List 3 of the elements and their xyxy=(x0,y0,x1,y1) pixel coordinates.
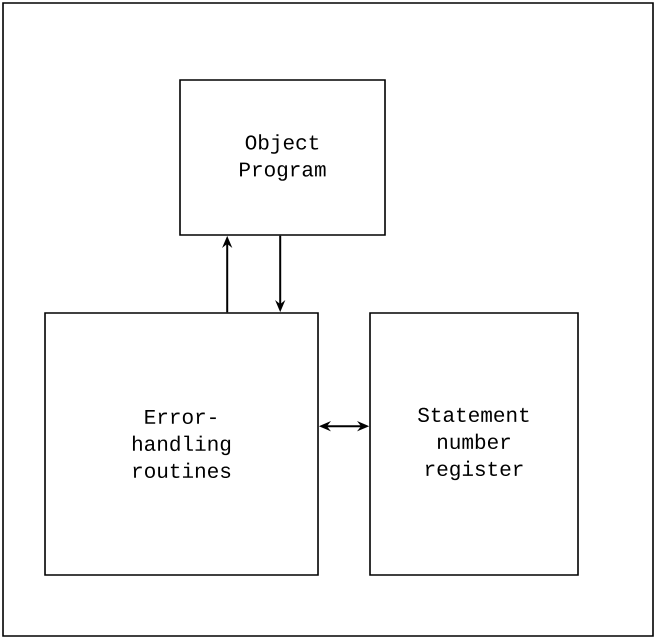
process-box: Object Program xyxy=(179,79,386,236)
process-box: Error- handling routines xyxy=(44,312,319,576)
process-box: Statement number register xyxy=(369,312,579,576)
